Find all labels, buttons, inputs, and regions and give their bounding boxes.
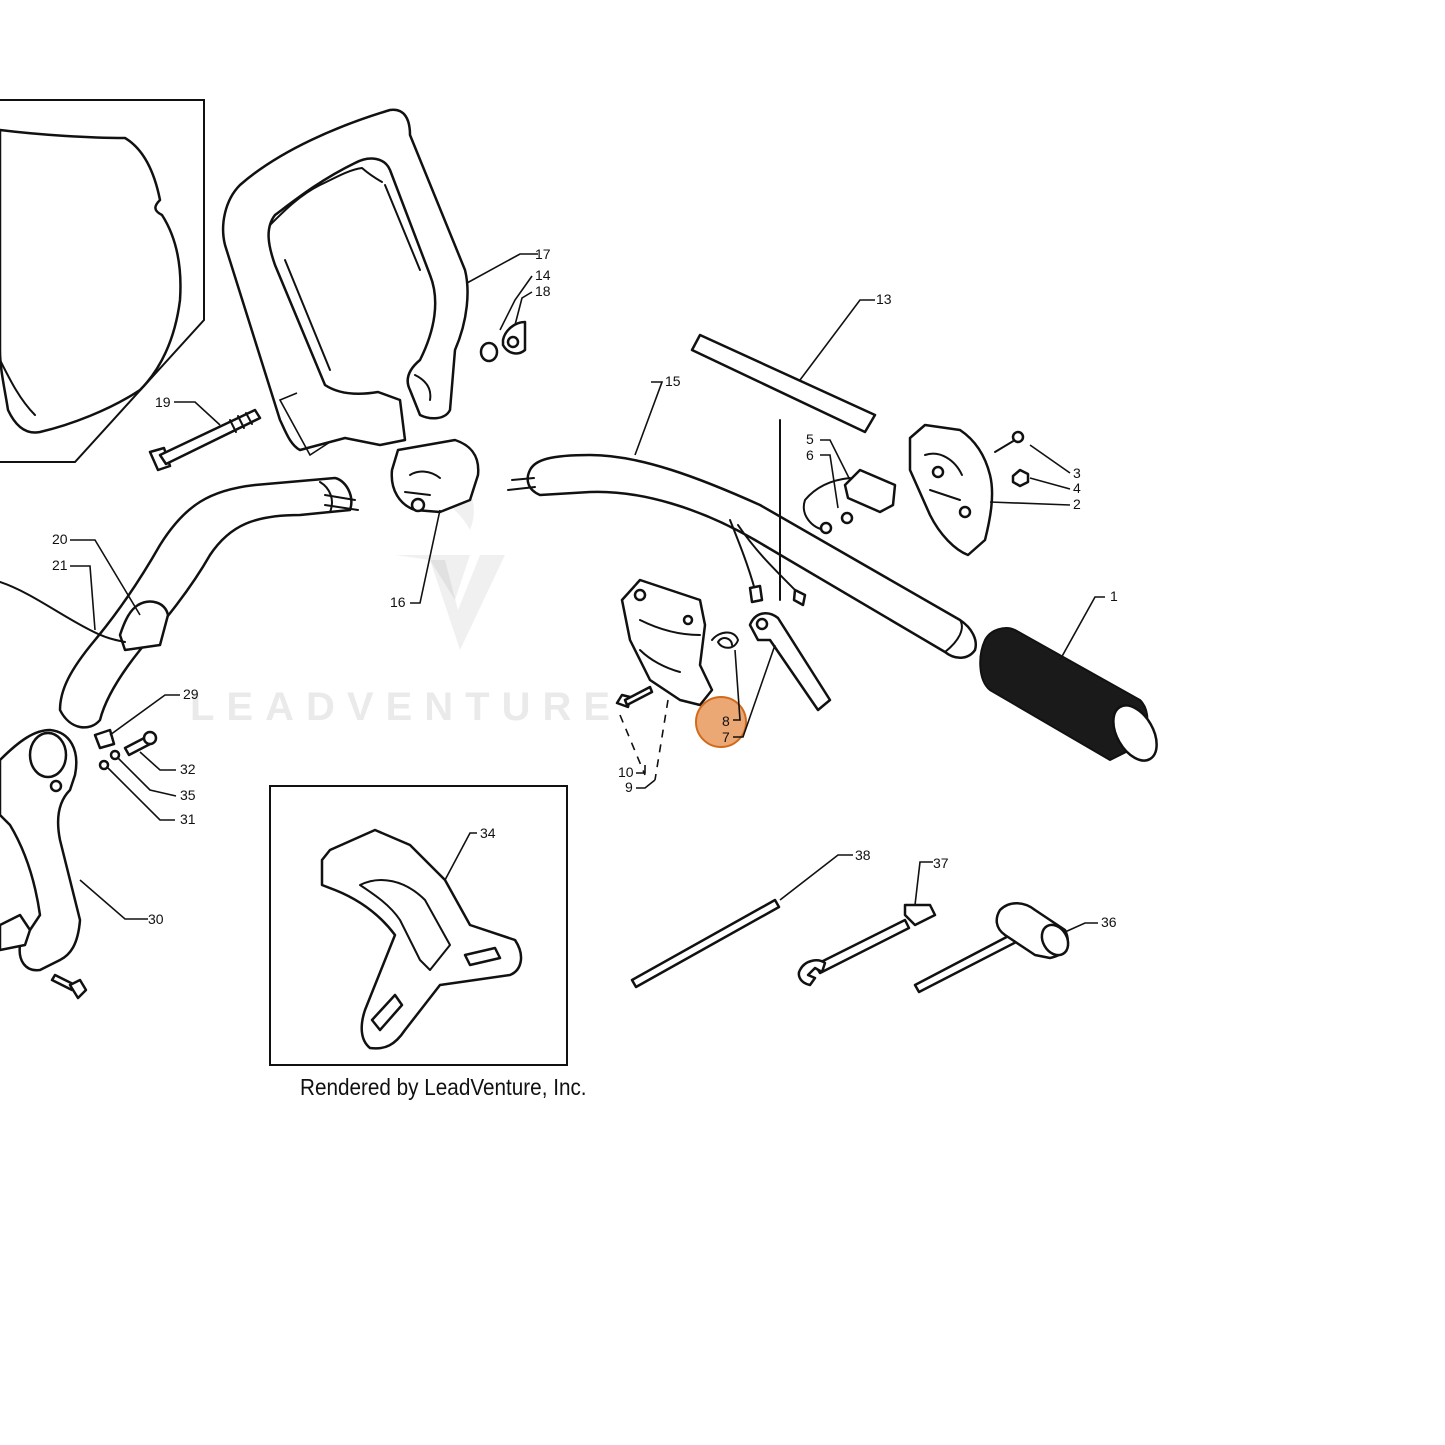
engine-cover [0,128,182,434]
stop-switch [802,468,897,535]
callout-36: 36 [1101,914,1117,930]
callout-29: 29 [183,686,199,702]
throttle-housing [390,438,480,514]
assembly-guide-line-10 [619,714,646,776]
throttle-lever [748,612,832,712]
switch-case [908,423,994,557]
screw-and-nut [994,430,1030,488]
callout-32: 32 [180,761,196,777]
callout-3: 3 [1073,465,1081,481]
callout-20: 20 [52,531,68,547]
callout-5: 5 [806,431,814,447]
callout-16: 16 [390,594,406,610]
tool-plug-wrench [913,902,1070,994]
throttle-spring [711,631,739,649]
inset-frame-left [0,99,205,463]
handle-pipe-left [58,476,359,729]
render-credit: Rendered by LeadVenture, Inc. [300,1074,587,1100]
callout-38: 38 [855,847,871,863]
handle-bracket [0,728,82,972]
callout-4: 4 [1073,480,1081,496]
assembly-guide-line-9 [654,699,669,781]
loop-handle [221,108,469,452]
inset-frame-34 [269,785,568,1066]
callout-6: 6 [806,447,814,463]
callout-17: 17 [535,246,551,262]
callout-14: 14 [535,267,551,283]
engine-cover-edge [0,359,36,416]
throttle-cable [729,519,807,607]
callout-34: 34 [480,825,496,841]
rubber-grip [979,627,1158,762]
hardware-set [93,728,158,771]
callout-35: 35 [180,787,196,803]
callout-2: 2 [1073,496,1081,512]
leader-lines [70,253,1105,933]
callout-37: 37 [933,855,949,871]
tool-rod [630,898,781,989]
bolt-long [148,408,262,472]
callout-15: 15 [665,373,681,389]
bracket-bolt [50,973,88,1000]
callout-1: 1 [1110,588,1118,604]
callout-19: 19 [155,394,171,410]
callout-13: 13 [876,291,892,307]
washer-and-nut [479,320,527,363]
callout-labels: 1 2 3 4 5 6 7 8 9 10 13 14 15 16 17 18 1… [52,246,1118,930]
callout-10: 10 [618,764,634,780]
callout-31: 31 [180,811,196,827]
callout-9: 9 [625,779,633,795]
tool-wrench [797,903,937,987]
cable-clamp [0,581,170,652]
callout-7: 7 [722,729,730,745]
handle-pipe-main [507,453,977,659]
guard-plate [320,828,523,1050]
pivot-bolt [615,685,654,709]
callout-8: 8 [722,713,730,729]
throttle-trigger [620,578,714,707]
watermark-text: LEADVENTURE [190,685,622,729]
callout-18: 18 [535,283,551,299]
decal-plate [690,333,877,434]
highlight-marker[interactable] [695,696,747,748]
callout-21: 21 [52,557,68,573]
callout-30: 30 [148,911,164,927]
